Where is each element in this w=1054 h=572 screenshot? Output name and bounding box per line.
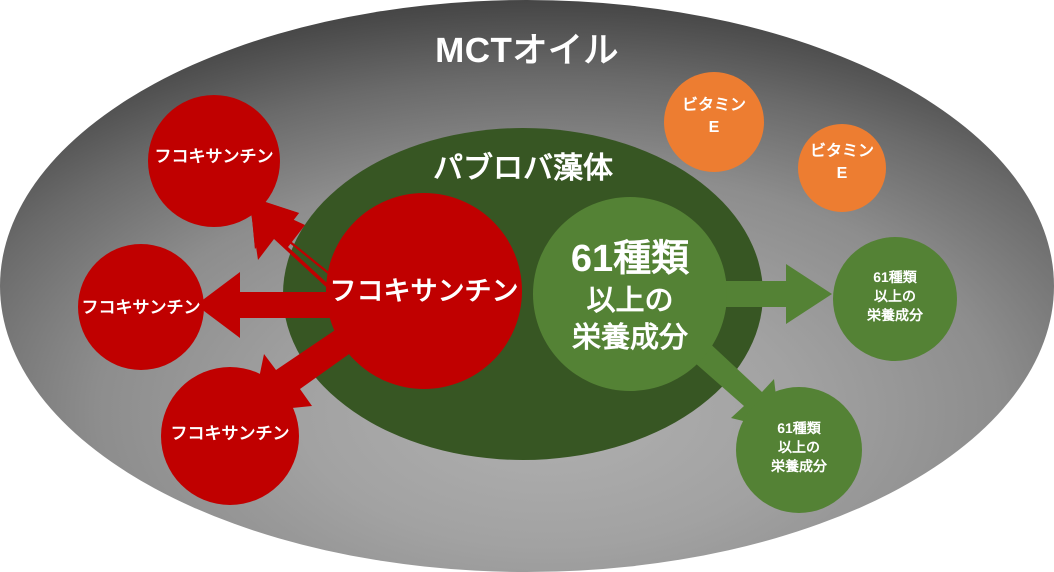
orange-satellite-vitamin-e-1 — [664, 72, 764, 172]
orange-satellite-vitamin-e-2 — [798, 124, 886, 212]
green-arrow-right — [700, 264, 832, 324]
red-arrow-left — [196, 272, 370, 338]
red-arrow-up-left — [249, 197, 360, 306]
green-satellite-right — [833, 237, 957, 361]
center-red-circle — [326, 193, 522, 389]
green-satellite-lower-right — [736, 387, 862, 513]
red-satellite-upper-left — [148, 95, 280, 227]
red-satellite-lower-left — [161, 367, 299, 505]
center-green-circle — [533, 197, 727, 391]
red-satellite-middle-left — [78, 244, 204, 370]
